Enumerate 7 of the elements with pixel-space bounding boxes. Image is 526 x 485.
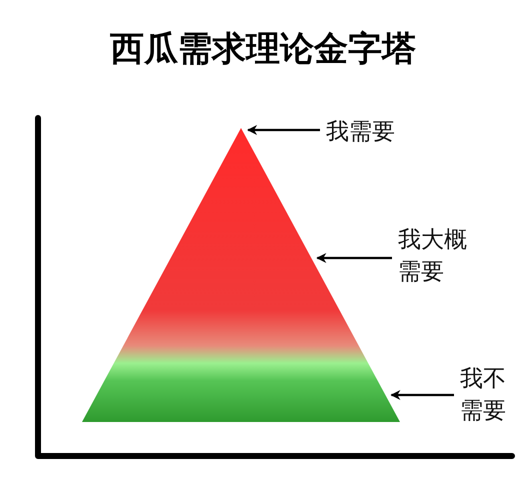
arrow xyxy=(316,253,392,263)
arrow xyxy=(247,125,320,135)
arrow xyxy=(390,390,454,400)
arrow-label: 我不需要 xyxy=(460,363,512,427)
arrow-label: 我大概需要 xyxy=(398,224,472,288)
title: 西瓜需求理论金字塔 xyxy=(109,28,417,71)
arrow-label: 我需要 xyxy=(326,116,416,148)
